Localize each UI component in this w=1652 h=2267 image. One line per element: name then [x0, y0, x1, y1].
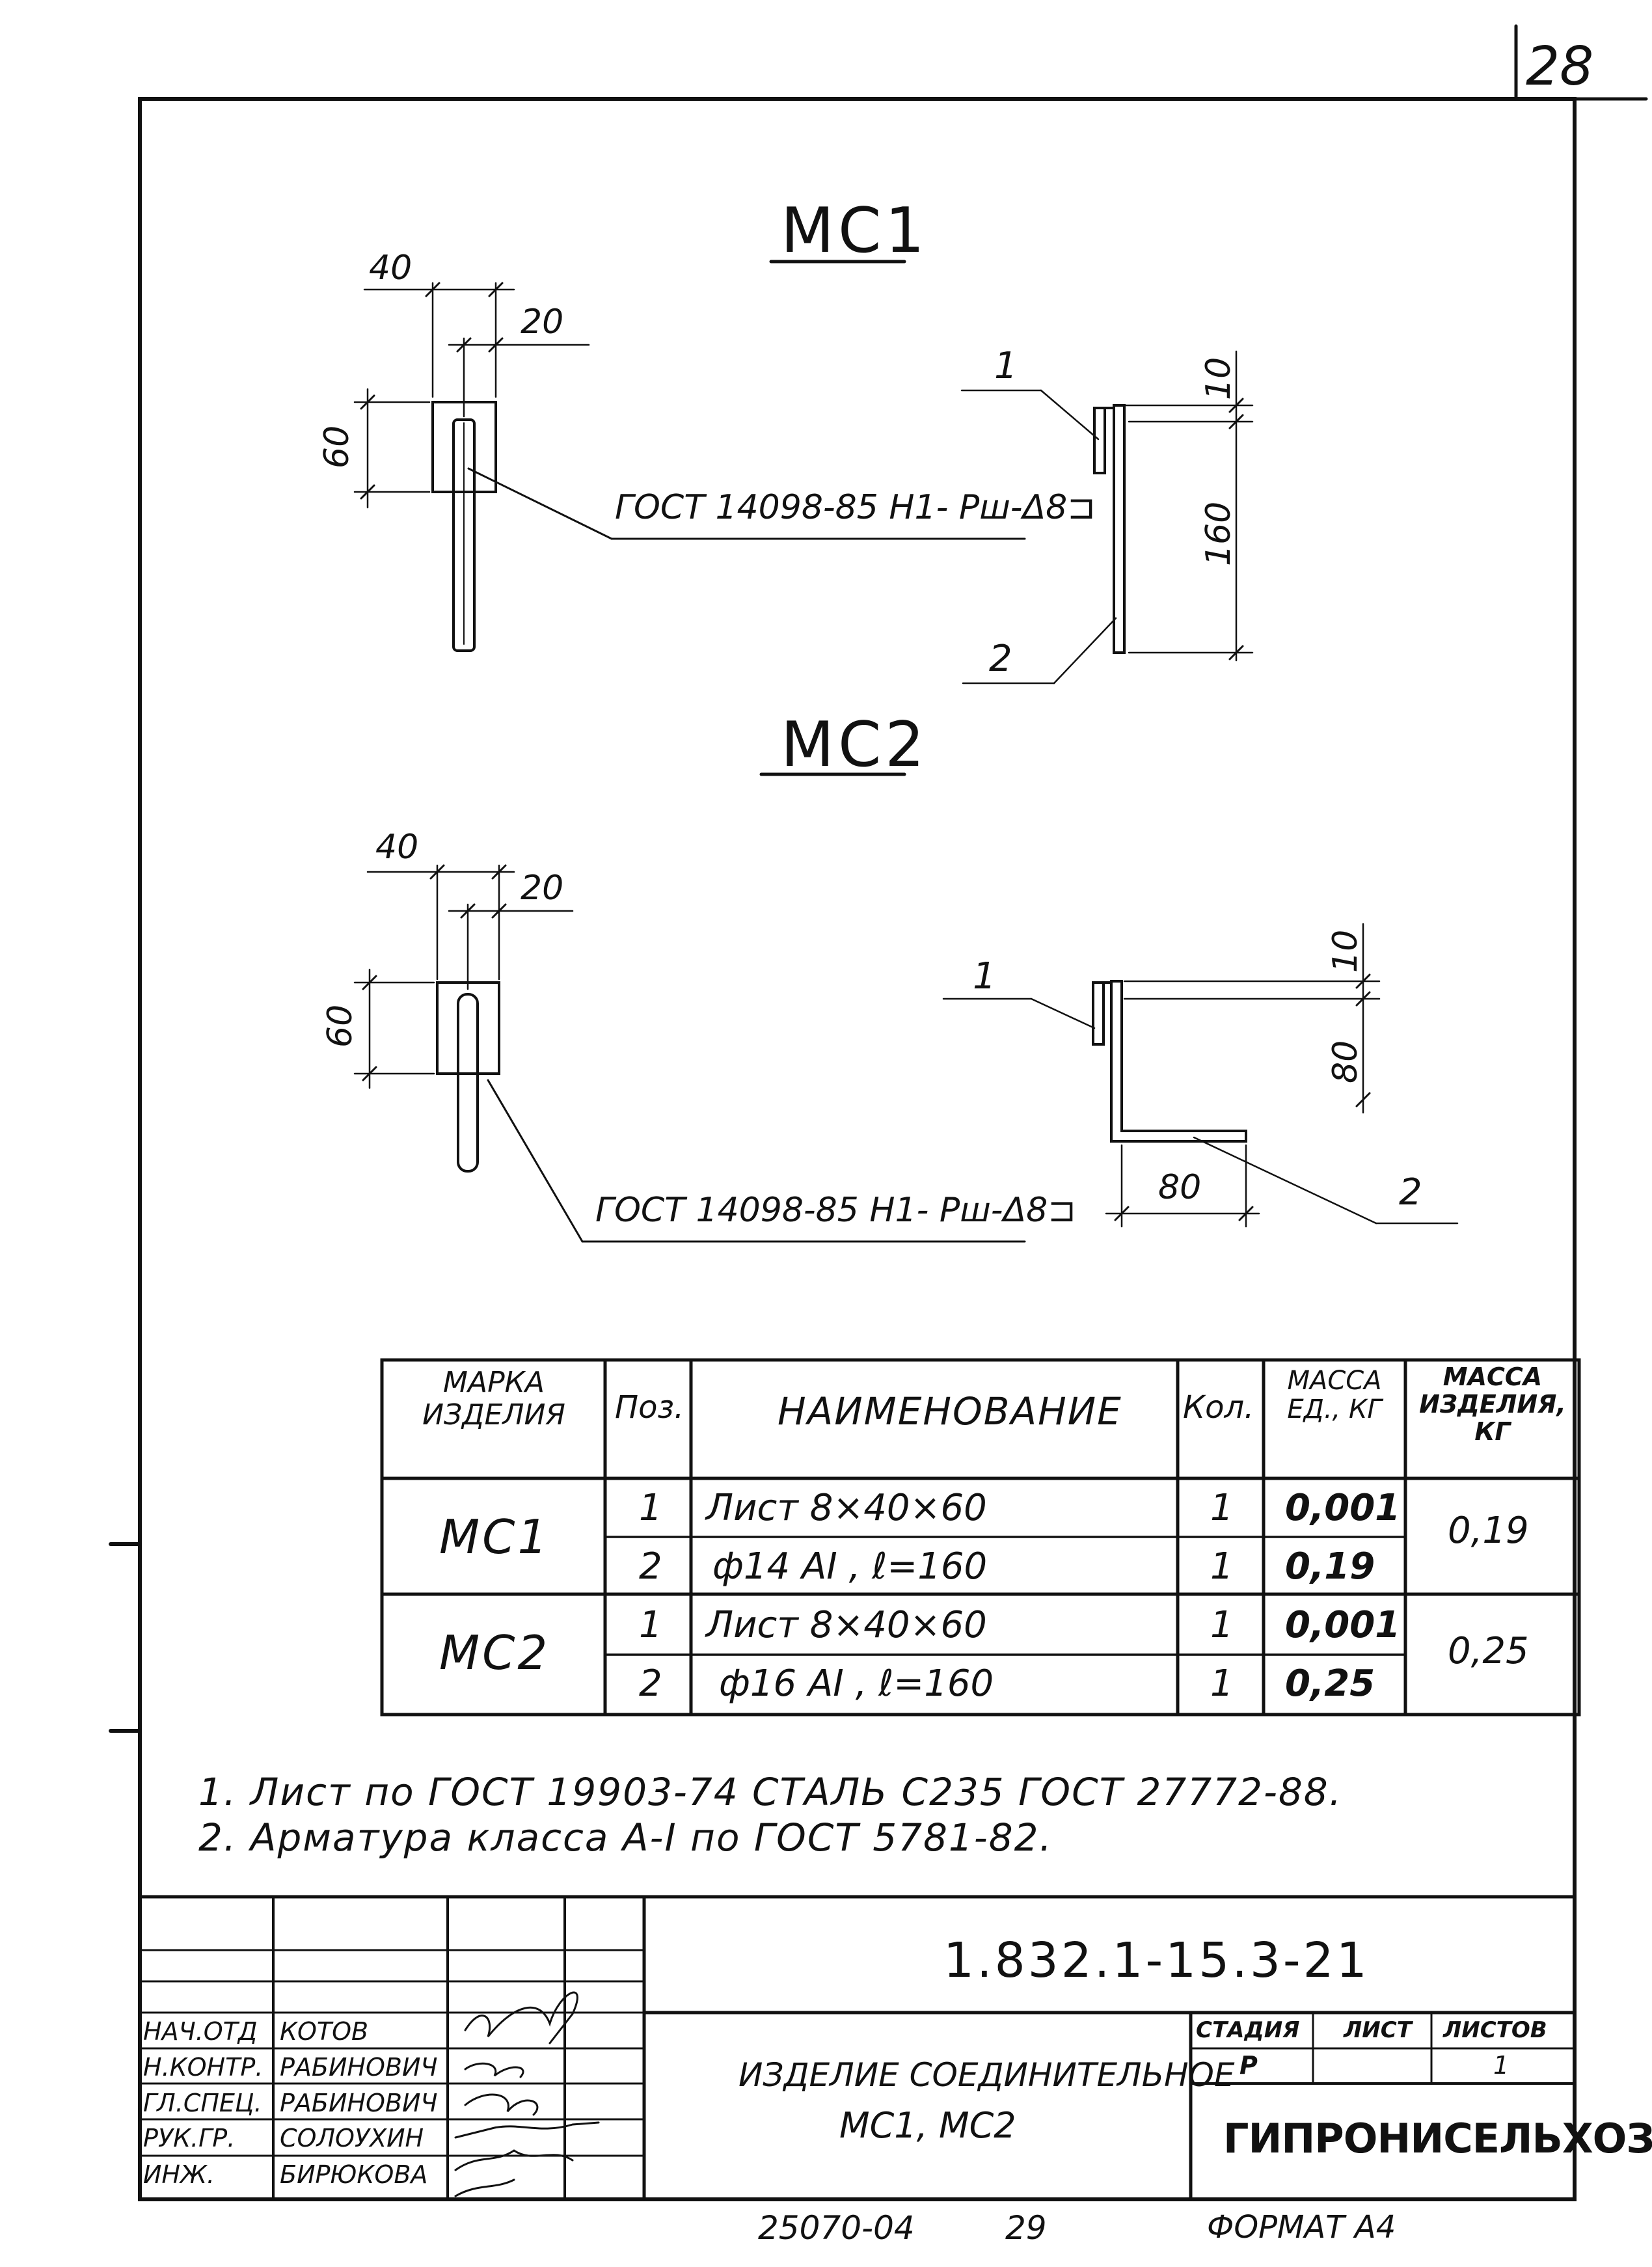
name-head-of-department: КОТОВ: [280, 2017, 369, 2046]
mc1-callout-1: 1: [994, 345, 1018, 387]
footer-format: ФОРМАТ А4: [1207, 2209, 1396, 2246]
mc1-dim-60: 60: [318, 425, 357, 468]
table-row-qty: 1: [1210, 1545, 1234, 1588]
mc1-side-view: [960, 350, 1254, 685]
doc-code: 1.832.1-15.3-21: [943, 1933, 1370, 1989]
table-header-mark: МАРКА ИЗДЕЛИЯ: [384, 1366, 604, 1432]
note-2: 2. Арматура класса А-I по ГОСТ 5781-82.: [198, 1815, 1053, 1860]
mc2-dim-20: 20: [521, 869, 564, 908]
table-row-name: Лист 8×40×60: [706, 1604, 987, 1646]
signatures: [454, 1991, 600, 2197]
table-item-mass-mc1: 0,19: [1448, 1510, 1529, 1552]
mc1-front-view: [353, 282, 1026, 652]
mc2-dim-40: 40: [375, 828, 419, 867]
sheet-header: ЛИСТ: [1344, 2017, 1412, 2043]
name-engineer: БИРЮКОВА: [280, 2160, 428, 2189]
table-header-item-mass: МАССА ИЗДЕЛИЯ, КГ: [1407, 1363, 1578, 1445]
item-description-line1: ИЗДЕЛИЕ СОЕДИНИТЕЛЬНОЕ: [738, 2056, 1235, 2094]
table-header-mark-text: МАРКА ИЗДЕЛИЯ: [422, 1366, 565, 1432]
mc1-dim-160: 160: [1199, 501, 1238, 566]
mc2-dim-80-horizontal: 80: [1158, 1168, 1202, 1207]
table-mark-mc2: МС2: [439, 1625, 550, 1680]
stage-header: СТАДИЯ: [1196, 2017, 1300, 2043]
mc2-callout-1: 1: [973, 955, 996, 998]
table-header-pos: Поз.: [615, 1389, 684, 1426]
mc1-title: МС1: [781, 195, 928, 267]
name-norm-control: РАБИНОВИЧ: [280, 2053, 438, 2082]
title-block-grid: [138, 1895, 1577, 2201]
mc1-dim-20: 20: [521, 303, 564, 342]
name-chief-specialist: РАБИНОВИЧ: [280, 2089, 438, 2117]
role-engineer: ИНЖ.: [143, 2160, 215, 2189]
mc2-gost-label: ГОСТ 14098-85 Н1- Рш-Δ8⊐: [595, 1191, 1076, 1230]
table-header-unit-mass: МАССА ЕД., КГ: [1266, 1366, 1403, 1424]
name-group-head: СОЛОУХИН: [280, 2124, 424, 2152]
table-header-name: НАИМЕНОВАНИЕ: [778, 1389, 1122, 1433]
table-row-pos: 1: [639, 1487, 662, 1529]
footer-inventory: 25070-04: [758, 2209, 915, 2247]
table-row-unit-mass: 0,19: [1285, 1545, 1375, 1588]
mc2-callout-2: 2: [1399, 1171, 1422, 1214]
item-description-line2: МС1, МС2: [839, 2105, 1016, 2146]
stage-value: Р: [1239, 2051, 1258, 2080]
table-row-qty: 1: [1210, 1663, 1234, 1705]
table-header-unit-mass-text: МАССА ЕД., КГ: [1287, 1366, 1382, 1424]
table-item-mass-mc2: 0,25: [1448, 1630, 1529, 1672]
table-row-name: ф14 АI , ℓ=160: [712, 1545, 988, 1588]
table-row-unit-mass: 0,25: [1285, 1663, 1375, 1705]
table-row-pos: 2: [639, 1545, 662, 1588]
footer-page: 29: [1005, 2209, 1047, 2247]
mc2-dim-10: 10: [1326, 929, 1365, 973]
table-row-pos: 2: [639, 1663, 662, 1705]
mc1-gost-label: ГОСТ 14098-85 Н1- Рш-Δ8⊐: [615, 488, 1096, 527]
mc1-dim-40: 40: [369, 249, 413, 288]
table-row-name: Лист 8×40×60: [706, 1487, 987, 1529]
role-chief-specialist: ГЛ.СПЕЦ.: [143, 2089, 262, 2117]
table-row-unit-mass: 0,001: [1285, 1604, 1401, 1646]
table-mark-mc1: МС1: [439, 1510, 550, 1564]
role-norm-control: Н.КОНТР.: [143, 2053, 264, 2082]
mc2-dim-80-vertical: 80: [1326, 1040, 1365, 1083]
table-row-unit-mass: 0,001: [1285, 1487, 1401, 1529]
table-row-qty: 1: [1210, 1487, 1234, 1529]
mc1-dim-10: 10: [1199, 357, 1238, 400]
sheet-frame: [138, 97, 1577, 2201]
table-row-name: ф16 АI , ℓ=160: [719, 1663, 994, 1705]
table-header-item-mass-text: МАССА ИЗДЕЛИЯ, КГ: [1419, 1363, 1566, 1446]
table-row-pos: 1: [639, 1604, 662, 1646]
table-row-qty: 1: [1210, 1604, 1234, 1646]
spec-table-grid: [380, 1358, 1581, 1717]
mc2-front-view: [353, 864, 1026, 1243]
table-header-qty: Кол.: [1183, 1389, 1254, 1426]
sheets-header: ЛИСТОВ: [1443, 2017, 1547, 2043]
sheets-value: 1: [1493, 2051, 1510, 2080]
role-group-head: РУК.ГР.: [143, 2124, 236, 2152]
sheet-number: 28: [1526, 36, 1594, 98]
mc2-side-view: [942, 923, 1459, 1228]
mc2-title: МС2: [781, 709, 928, 781]
note-1: 1. Лист по ГОСТ 19903-74 СТАЛЬ С235 ГОСТ…: [198, 1770, 1343, 1814]
mc1-callout-2: 2: [989, 638, 1012, 680]
organization-name: ГИПРОНИСЕЛЬХОЗ: [1223, 2115, 1652, 2162]
mc2-dim-60: 60: [321, 1004, 360, 1048]
role-head-of-department: НАЧ.ОТД: [143, 2017, 258, 2046]
